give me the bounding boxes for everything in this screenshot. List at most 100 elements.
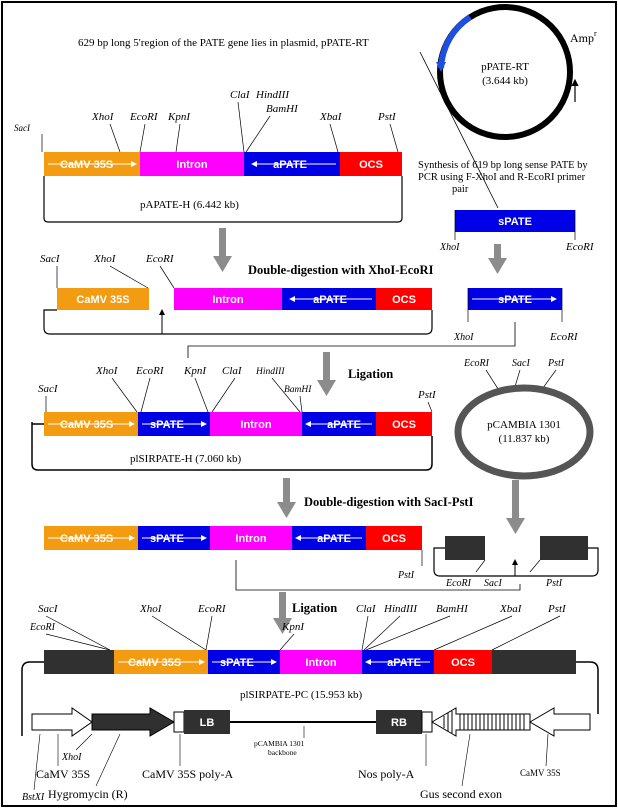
- svg-text:sPATE: sPATE: [220, 657, 254, 669]
- site-kpni: KpnI: [167, 111, 191, 123]
- site-labels-row1: SacI XhoI EcoRI KpnI ClaI HindIII BamHI …: [14, 89, 397, 133]
- site-labels-row5: SacI EcoRI XhoI EcoRI KpnI ClaI HindIII …: [29, 603, 567, 633]
- svg-text:OCS: OCS: [392, 419, 416, 431]
- svg-text:Intron: Intron: [235, 533, 266, 545]
- synthesis-note-1: Synthesis of 619 bp long sense PATE by: [418, 160, 588, 171]
- svg-text:sPATE: sPATE: [150, 419, 184, 431]
- ampr-label: Ampr: [570, 29, 597, 45]
- svg-text:sPATE: sPATE: [498, 294, 532, 306]
- camv35s-arrow: [31, 707, 93, 737]
- site-psti-3: PstI: [417, 389, 437, 401]
- site-clai-3: ClaI: [222, 365, 243, 377]
- svg-text:aPATE: aPATE: [313, 294, 347, 306]
- backbone-label-2: backbone: [268, 748, 297, 757]
- construct-papate-h: CaMV 35S Intron aPATE OCS pAPATE-H (6.44…: [43, 152, 403, 223]
- camv35s-bottom: CaMV 35S: [36, 767, 90, 781]
- site-hindiii-5: HindIII: [383, 603, 418, 615]
- svg-text:Intron: Intron: [240, 419, 271, 431]
- site-psti-4: PstI: [397, 570, 415, 581]
- site-ecori-5: EcoRI: [197, 603, 227, 615]
- site-ecori-2: EcoRI: [145, 253, 175, 265]
- svg-text:sPATE: sPATE: [150, 533, 184, 545]
- site-bamhi-5: BamHI: [436, 603, 469, 615]
- construct-plsirpate-h: CaMV 35S sPATE Intron aPATE OCS plSIRPAT…: [31, 412, 433, 471]
- ligation-1: Ligation: [348, 367, 393, 381]
- camv35s-polya-label: CaMV 35S poly-A: [142, 767, 233, 781]
- double-digestion-xe: Double-digestion with XhoI-EcoRI: [248, 263, 434, 277]
- svg-text:OCS: OCS: [392, 294, 416, 306]
- nos-polya-box: [421, 711, 433, 733]
- seg-camv35s-1: CaMV 35S: [60, 159, 113, 171]
- site-xhoi-frag: XhoI: [439, 242, 460, 253]
- site-kpni-3: KpnI: [183, 365, 207, 377]
- plsirpate-pc-label: plSIRPATE-PC (15.953 kb): [240, 689, 362, 701]
- pprt-name: pPATE-RT: [481, 61, 529, 73]
- tdna-region: LB RB: [21, 702, 599, 737]
- site-ecori-3: EcoRI: [135, 365, 165, 377]
- camv35s-right-label: CaMV 35S: [520, 768, 561, 778]
- site-kpni-5: KpnI: [281, 621, 305, 633]
- svg-text:CaMV 35S: CaMV 35S: [60, 533, 113, 545]
- site-bamhi: BamHI: [266, 103, 299, 115]
- papate-h-label: pAPATE-H (6.442 kb): [140, 199, 239, 211]
- construct-cassette: CaMV 35S sPATE Intron aPATE OCS PstI: [44, 526, 423, 581]
- seg-apate-1: aPATE: [273, 159, 307, 171]
- site-xhoi-2: XhoI: [93, 253, 117, 265]
- svg-text:aPATE: aPATE: [327, 419, 361, 431]
- site-saci-2: SacI: [40, 253, 61, 265]
- svg-text:CaMV 35S: CaMV 35S: [128, 657, 181, 669]
- site-psti-4b: PstI: [545, 578, 563, 589]
- site-xhoi-3: XhoI: [95, 365, 119, 377]
- site-hindiii-3: HindIII: [255, 367, 285, 377]
- synthesis-note-3: pair: [452, 184, 469, 195]
- plsirpate-h-label: plSIRPATE-H (7.060 kb): [130, 453, 241, 465]
- pprt-plasmid: pPATE-RT (3.644 kb) Ampr: [436, 4, 597, 140]
- site-xbai-5: XbaI: [499, 603, 523, 615]
- site-psti-5: PstI: [547, 603, 567, 615]
- backbone-fragment: EcoRI SacI PstI: [433, 536, 599, 589]
- construct-plsirpate-pc: CaMV 35S sPATE Intron aPATE OCS plSIRPAT…: [21, 650, 599, 702]
- spate-fragment-2: sPATE XhoI EcoRI: [453, 288, 579, 343]
- svg-text:OCS: OCS: [382, 533, 406, 545]
- site-xhoi-frag2: XhoI: [453, 332, 474, 343]
- hygromycin-arrow: [91, 707, 175, 737]
- camv35s-polya-box: [173, 711, 185, 733]
- nos-polya-label: Nos poly-A: [358, 767, 415, 781]
- site-ecori-pc: EcoRI: [463, 358, 490, 369]
- gus-exon-label: Gus second exon: [420, 787, 502, 801]
- site-xhoi-bottom: XhoI: [61, 752, 82, 763]
- pcambia-plasmid: EcoRI SacI PstI pCAMBIA 1301 (11.837 kb): [454, 358, 594, 480]
- pprt-size: (3.644 kb): [482, 75, 528, 87]
- hygromycin-label: Hygromycin (R): [48, 787, 128, 801]
- svg-text:aPATE: aPATE: [387, 657, 421, 669]
- double-digestion-sp: Double-digestion with SacI-PstI: [304, 495, 474, 509]
- bottom-labels: pCAMBIA 1301 backbone XhoI CaMV 35S Hygr…: [22, 726, 561, 803]
- site-clai: ClaI: [230, 89, 251, 101]
- site-psti-pc: PstI: [547, 358, 565, 369]
- site-xbai: XbaI: [319, 111, 343, 123]
- svg-text:Intron: Intron: [305, 657, 336, 669]
- svg-text:Intron: Intron: [212, 294, 243, 306]
- seg-ocs-1: OCS: [359, 159, 383, 171]
- synthesis-note-2: PCR using F-XhoI and R-EcoRI primer: [418, 172, 586, 183]
- site-ticks-row1: [41, 101, 399, 153]
- site-bstxi: BstXI: [22, 792, 45, 803]
- gray-arrow-4: [273, 592, 292, 634]
- pcambia-size: (11.837 kb): [499, 433, 550, 445]
- site-labels-row3: SacI XhoI EcoRI KpnI ClaI HindIII BamHI …: [38, 365, 437, 401]
- spate-fragment-1: sPATE XhoI EcoRI: [439, 210, 595, 253]
- site-saci-pc: SacI: [512, 358, 530, 369]
- site-xhoi: XhoI: [91, 111, 115, 123]
- site-ecori-frag2: EcoRI: [549, 331, 579, 343]
- site-ecori-4: EcoRI: [445, 578, 472, 589]
- site-saci-4: SacI: [484, 578, 502, 589]
- construct-digested: CaMV 35S Intron aPATE OCS: [43, 288, 433, 335]
- gray-arrow-2: [317, 352, 336, 396]
- ligation-2: Ligation: [292, 601, 337, 615]
- seg-intron-1: Intron: [176, 159, 207, 171]
- site-ecori-5a: EcoRI: [29, 622, 56, 633]
- region-note: 629 bp long 5'region of the PATE gene li…: [78, 37, 369, 49]
- svg-text:CaMV 35S: CaMV 35S: [60, 419, 113, 431]
